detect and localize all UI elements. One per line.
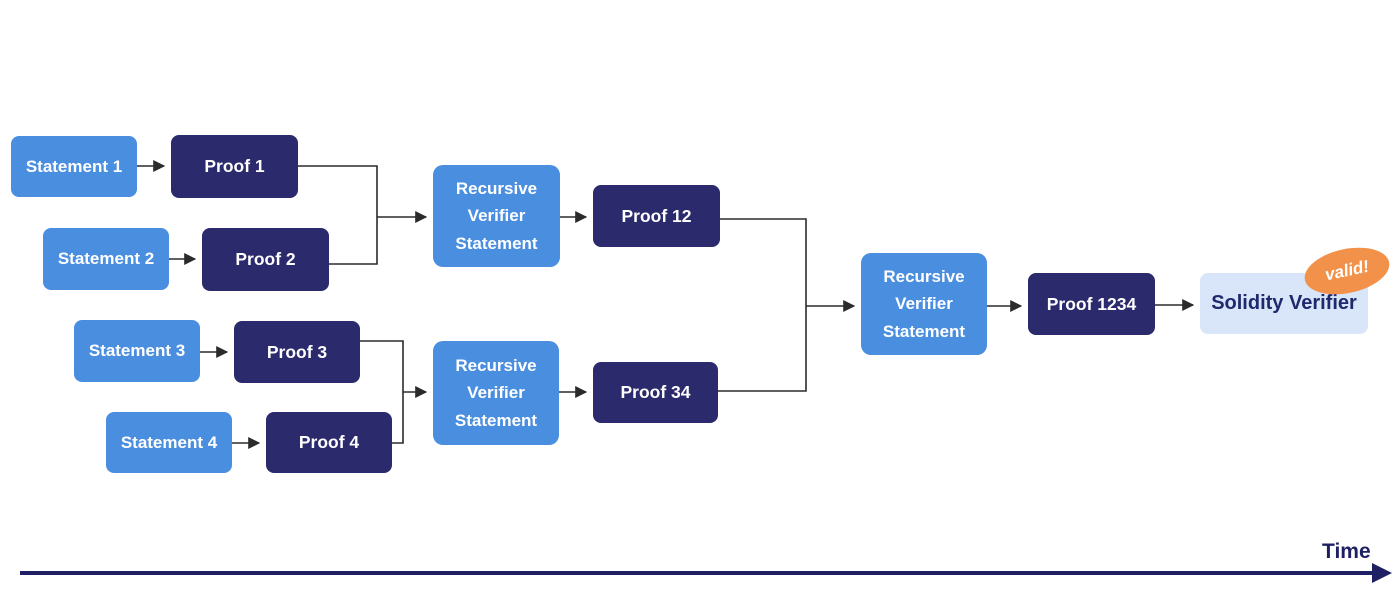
node-statement-3: Statement 3 — [74, 320, 200, 382]
node-label: Recursive Verifier Statement — [882, 267, 966, 341]
node-label: Proof 4 — [298, 432, 360, 452]
node-label: Recursive Verifier Statement — [455, 179, 538, 253]
node-label: Statement 3 — [88, 341, 186, 360]
node-proof-4: Proof 4 — [266, 412, 392, 473]
node-label: Proof 1234 — [1046, 293, 1137, 314]
connector-proof34-junction — [718, 306, 807, 392]
node-label: Statement 2 — [57, 249, 155, 268]
node-label: Solidity Verifier — [1211, 292, 1357, 314]
connector-proof12-junction — [720, 218, 807, 306]
node-label: Proof 34 — [620, 382, 691, 402]
node-proof-1234: Proof 1234 — [1028, 273, 1155, 335]
connector-proof1-junction — [298, 165, 378, 217]
node-statement-2: Statement 2 — [43, 228, 169, 290]
node-label: Proof 12 — [621, 205, 692, 226]
connector-proof4-junction — [392, 392, 404, 444]
node-proof-34: Proof 34 — [593, 362, 718, 423]
node-label: Statement 1 — [25, 156, 123, 176]
node-label: Proof 2 — [235, 249, 296, 269]
node-statement-4: Statement 4 — [106, 412, 232, 473]
node-proof-3: Proof 3 — [234, 321, 360, 383]
valid-badge-label: valid! — [1323, 256, 1371, 285]
node-proof-2: Proof 2 — [202, 228, 329, 291]
connector-proof2-junction — [329, 217, 378, 265]
time-axis-arrowhead — [1372, 563, 1392, 583]
time-axis — [20, 563, 1392, 583]
node-label: Proof 1 — [204, 156, 265, 176]
node-proof-12: Proof 12 — [593, 185, 720, 247]
time-axis-label: Time — [1322, 540, 1371, 563]
node-label: Recursive Verifier Statement — [454, 356, 538, 430]
node-recursive-verifier-final: Recursive Verifier Statement — [861, 253, 987, 355]
node-recursive-verifier-top: Recursive Verifier Statement — [433, 165, 560, 267]
connector-proof3-junction — [360, 340, 404, 392]
node-statement-1: Statement 1 — [11, 136, 137, 197]
node-proof-1: Proof 1 — [171, 135, 298, 198]
node-label: Proof 3 — [266, 341, 328, 362]
node-label: Statement 4 — [120, 432, 218, 452]
node-recursive-verifier-bottom: Recursive Verifier Statement — [433, 341, 559, 445]
